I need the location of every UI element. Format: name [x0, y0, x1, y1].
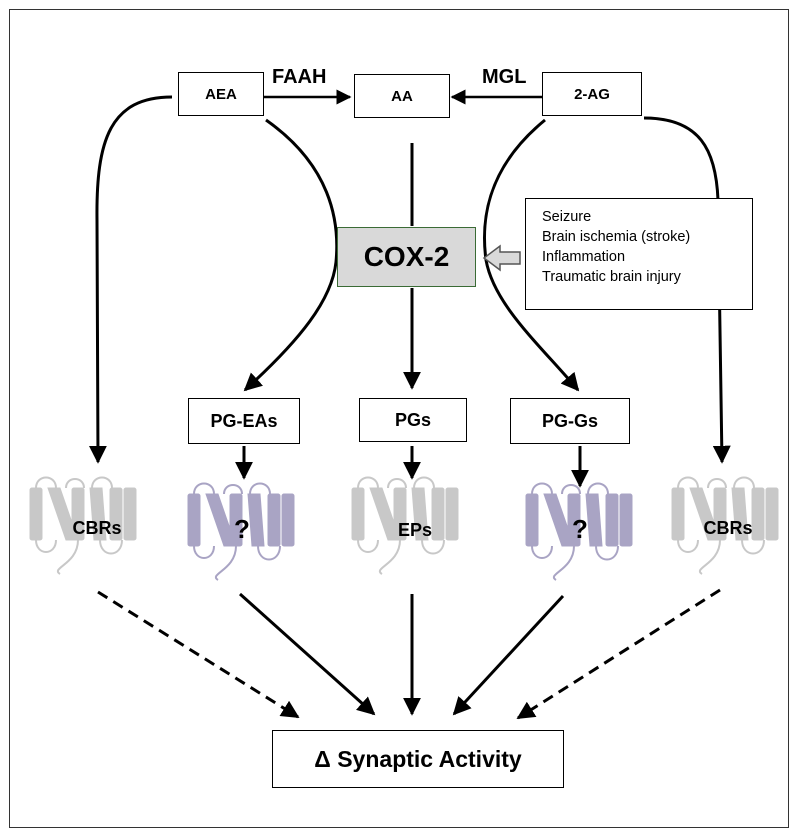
- diagram-frame: [9, 9, 789, 828]
- pgs-node: PGs: [359, 398, 467, 442]
- stimulus-item: Traumatic brain injury: [542, 269, 681, 285]
- aea-node: AEA: [178, 72, 264, 116]
- unknown-left-label: ?: [234, 514, 250, 544]
- aea-to-pgeas-arrow: [243, 118, 339, 392]
- 2ag-to-cbrs-arrow: [643, 116, 731, 464]
- stimulus-arrow: [482, 244, 521, 272]
- unknown-left-effect-arrow: [238, 592, 376, 716]
- cbrs-left-effect-arrow: [97, 590, 300, 719]
- stimulus-item: Brain ischemia (stroke): [542, 229, 691, 245]
- eps-label: EPs: [397, 520, 433, 540]
- stimulus-item: Inflammation: [542, 249, 626, 265]
- 2ag-node: 2-AG: [542, 72, 642, 116]
- synaptic-activity-node: Δ Synaptic Activity: [272, 730, 564, 788]
- unknown-right-effect-arrow: [452, 594, 565, 716]
- cbrs-left-label: CBRs: [72, 518, 122, 538]
- stimuli-box: Seizure Brain ischemia (stroke) Inflamma…: [525, 198, 753, 310]
- cbrs-right-label: CBRs: [703, 518, 753, 538]
- unknown-right-label: ?: [572, 514, 588, 544]
- aea-to-cbrs-arrow: [88, 95, 173, 464]
- cox2-node: COX-2: [337, 227, 476, 287]
- stimulus-item: Seizure: [542, 209, 592, 225]
- cbrs-right-effect-arrow: [516, 588, 721, 720]
- pg-eas-node: PG-EAs: [188, 398, 300, 444]
- pg-gs-node: PG-Gs: [510, 398, 630, 444]
- faah-label: FAAH: [272, 66, 327, 88]
- mgl-label: MGL: [482, 66, 527, 88]
- aa-node: AA: [354, 74, 450, 118]
